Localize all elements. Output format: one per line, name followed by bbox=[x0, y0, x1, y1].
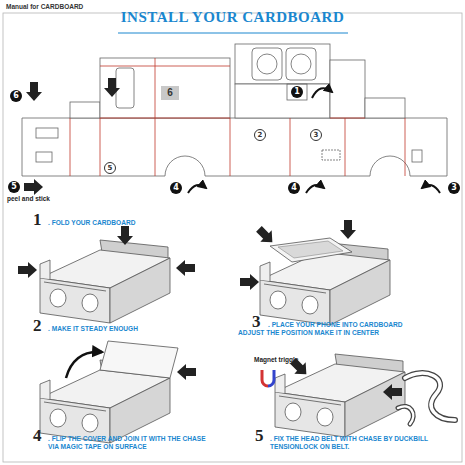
step-number: 1 bbox=[33, 210, 42, 230]
callout-number: 5 bbox=[8, 181, 20, 193]
fold-line bbox=[100, 66, 230, 67]
block-arrow bbox=[117, 226, 133, 245]
fold-line bbox=[290, 118, 291, 176]
fold-line bbox=[155, 58, 156, 118]
fold-line bbox=[100, 118, 101, 176]
block-arrow bbox=[253, 223, 278, 248]
step-text: . PLACE YOUR PHONE INTO CARDBOARD ADJUST… bbox=[238, 321, 426, 337]
callout-number: 1 bbox=[291, 86, 303, 98]
block-arrow bbox=[177, 364, 196, 380]
magnet-symbol bbox=[268, 370, 274, 386]
title-rule bbox=[118, 33, 348, 34]
page-frame bbox=[3, 13, 462, 462]
callout-box bbox=[287, 84, 307, 100]
slot bbox=[36, 152, 52, 162]
callout-number: 4 bbox=[288, 182, 300, 194]
step-text: . MAKE IT STEADY ENOUGH bbox=[48, 325, 218, 333]
lens-frame bbox=[286, 48, 316, 80]
part-note: Magnet triggle bbox=[254, 356, 298, 363]
block-arrow bbox=[176, 260, 195, 276]
main-strip bbox=[22, 118, 447, 176]
step-text: . FOLD YOUR CARDBOARD bbox=[48, 219, 218, 227]
head-belt bbox=[398, 406, 413, 424]
block-arrow bbox=[383, 384, 402, 400]
step-number: 4 bbox=[33, 426, 42, 446]
phone-screen bbox=[278, 241, 343, 258]
fold-line bbox=[345, 118, 346, 176]
step-number: 5 bbox=[255, 426, 264, 446]
fold-line bbox=[155, 118, 156, 176]
fold-line bbox=[100, 118, 230, 119]
viewer-drawing bbox=[40, 240, 170, 323]
callout-number: 5 bbox=[104, 162, 116, 174]
fold-lines bbox=[70, 58, 405, 176]
curved-arrow bbox=[66, 352, 102, 378]
callout-number: 3 bbox=[310, 129, 322, 141]
fold-line bbox=[330, 118, 365, 119]
die-cut bbox=[22, 44, 447, 176]
lens-panel bbox=[235, 44, 330, 84]
callout-number: 6 bbox=[161, 86, 179, 100]
cover-panel bbox=[100, 58, 230, 118]
block-arrow bbox=[240, 274, 259, 290]
tape-area bbox=[322, 150, 340, 160]
magnet-symbol bbox=[262, 370, 268, 386]
page-title: INSTALL YOUR CARDBOARD bbox=[0, 9, 465, 26]
curved-arrow bbox=[312, 88, 332, 98]
lens-frame bbox=[252, 48, 282, 80]
callout-number: 3 bbox=[448, 182, 460, 194]
panel bbox=[235, 84, 330, 118]
step-number: 2 bbox=[33, 316, 42, 336]
step-text: . FLIP THE COVER AND JOIN IT WITH THE CH… bbox=[48, 435, 206, 451]
flap bbox=[70, 102, 100, 118]
block-arrow bbox=[26, 82, 42, 101]
block-arrow bbox=[24, 179, 43, 195]
fold-line bbox=[230, 118, 231, 176]
callout-number: 4 bbox=[170, 182, 182, 194]
lens-hole bbox=[257, 54, 277, 74]
side-panel bbox=[330, 60, 365, 118]
block-arrow bbox=[104, 78, 120, 97]
callout-number: 2 bbox=[254, 129, 266, 141]
curved-arrow bbox=[422, 185, 440, 193]
cover-flap bbox=[100, 341, 178, 378]
slot bbox=[412, 150, 422, 162]
curved-arrow bbox=[306, 185, 324, 193]
head-belt bbox=[398, 406, 413, 424]
step-text: . FIX THE HEAD BELT WITH CHASE BY DUCKBI… bbox=[270, 435, 430, 451]
block-arrow bbox=[18, 262, 37, 278]
block-arrow bbox=[340, 220, 356, 239]
phone bbox=[270, 238, 352, 262]
lens-hole bbox=[291, 54, 311, 74]
curved-arrow bbox=[188, 185, 206, 193]
fold-line bbox=[70, 118, 71, 176]
brand-note: Manual for CARDBOARD bbox=[6, 3, 83, 10]
flap bbox=[365, 98, 405, 118]
slot bbox=[36, 128, 58, 138]
callout-number: 6 bbox=[10, 90, 22, 102]
part-note: peel and stick bbox=[7, 195, 50, 202]
viewer-drawing bbox=[275, 354, 405, 437]
fold-line bbox=[405, 118, 406, 176]
